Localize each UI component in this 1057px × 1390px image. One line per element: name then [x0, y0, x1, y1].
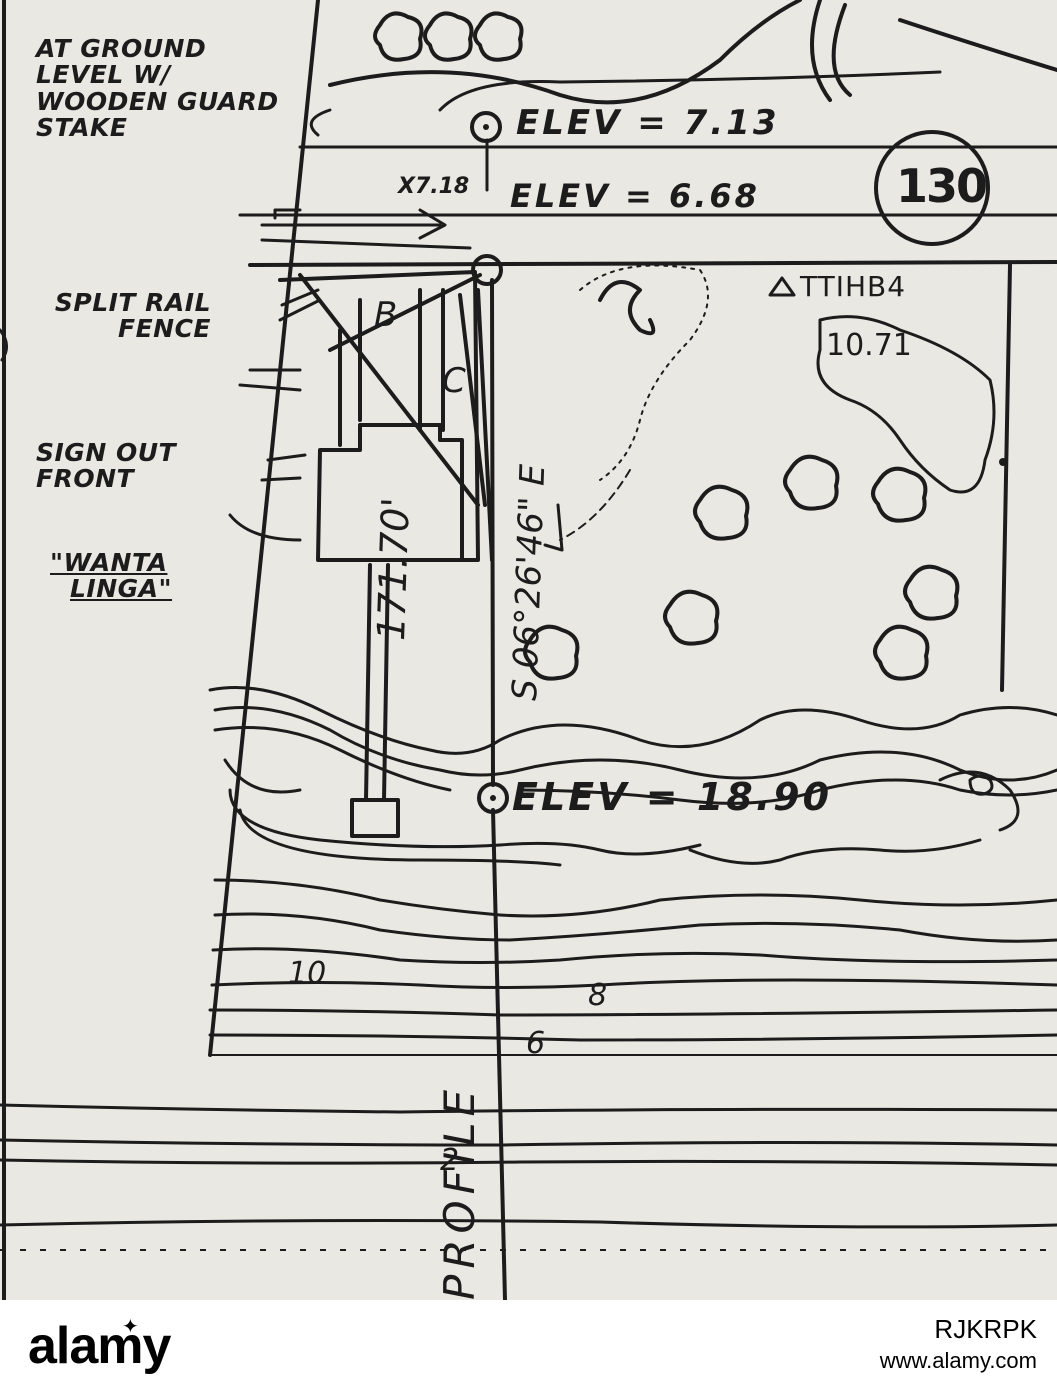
brand-logo: alamy	[28, 1317, 171, 1375]
contour-label-2: 2	[440, 1143, 460, 1178]
contour-label-10: 10	[288, 956, 327, 991]
sign-name-note: "WANTA LINGA"	[50, 548, 173, 604]
yard-trees	[523, 454, 960, 681]
lot-label-b: B	[374, 295, 398, 335]
property-line-east	[1000, 263, 1012, 692]
lot-label-c: C	[442, 361, 466, 401]
logo-star-icon: ✦	[122, 1314, 139, 1338]
curb-arc	[810, 0, 852, 102]
elevation-label-bottom: ELEV = 18.90	[512, 775, 833, 819]
top-right-curve	[898, 18, 1057, 72]
note-line: LEVEL W/	[36, 60, 171, 90]
profile-label: PROFILE	[435, 1083, 484, 1300]
watermark-footer: alamy ✦ RJKRPK www.alamy.com	[0, 1300, 1057, 1390]
survey-drawing	[0, 0, 1057, 1300]
benchmark-point	[999, 458, 1007, 466]
elevation-label-top: ELEV = 7.13	[516, 103, 780, 143]
note-line: "WANTA	[50, 548, 168, 577]
leader-dashed	[559, 469, 631, 541]
sign-note: SIGN OUT FRONT	[36, 438, 177, 494]
guard-stake-arrow	[309, 108, 332, 137]
profile-line	[491, 808, 507, 1300]
house-outline	[278, 270, 494, 562]
benchmark-triangle	[768, 276, 796, 297]
marker-number: 130	[896, 159, 988, 213]
spot-elevation: x7.18	[398, 174, 470, 199]
top-trees	[373, 11, 524, 62]
bearing-distance: 171.70'	[369, 496, 418, 642]
marker-circle	[874, 130, 990, 246]
bearing-line	[490, 278, 495, 787]
note-line: SIGN OUT	[36, 438, 177, 467]
note-line: SPLIT RAIL	[54, 288, 212, 317]
dock	[350, 563, 400, 838]
note-line: LINGA"	[70, 574, 173, 604]
note-line: AT GROUND	[36, 34, 207, 63]
bearing-direction: S 06°26'46" E	[505, 463, 554, 702]
benchmark-label: TTIHB4	[800, 270, 907, 303]
contour-label-8: 8	[588, 978, 608, 1013]
top-curve	[328, 0, 802, 105]
benchmark-outline	[816, 315, 996, 494]
note-line: WOODEN GUARD	[36, 86, 279, 116]
site-url: www.alamy.com	[879, 1348, 1037, 1373]
ground-level-note: AT GROUND LEVEL W/ WOODEN GUARD STAKE	[36, 34, 279, 142]
property-line-west	[208, 0, 320, 1057]
cursive-mark	[598, 280, 656, 336]
dotted-curve	[579, 264, 709, 481]
contour-label-6: 6	[526, 1026, 546, 1061]
contour-lines	[0, 686, 1057, 1229]
fence-note: SPLIT RAIL FENCE	[48, 288, 212, 344]
note-line: STAKE	[36, 112, 128, 142]
elevation-label-second: ELEV = 6.68	[510, 177, 760, 215]
border-tick	[0, 328, 8, 362]
note-line: FRONT	[36, 464, 135, 494]
road-edge	[438, 70, 942, 112]
benchmark-value: 10.71	[826, 328, 912, 363]
front-lot-line	[248, 260, 1057, 267]
monument-2	[471, 254, 503, 286]
survey-map: AT GROUND LEVEL W/ WOODEN GUARD STAKE SP…	[0, 0, 1057, 1300]
note-line: FENCE	[118, 314, 212, 344]
image-id: RJKRPK	[934, 1314, 1037, 1344]
